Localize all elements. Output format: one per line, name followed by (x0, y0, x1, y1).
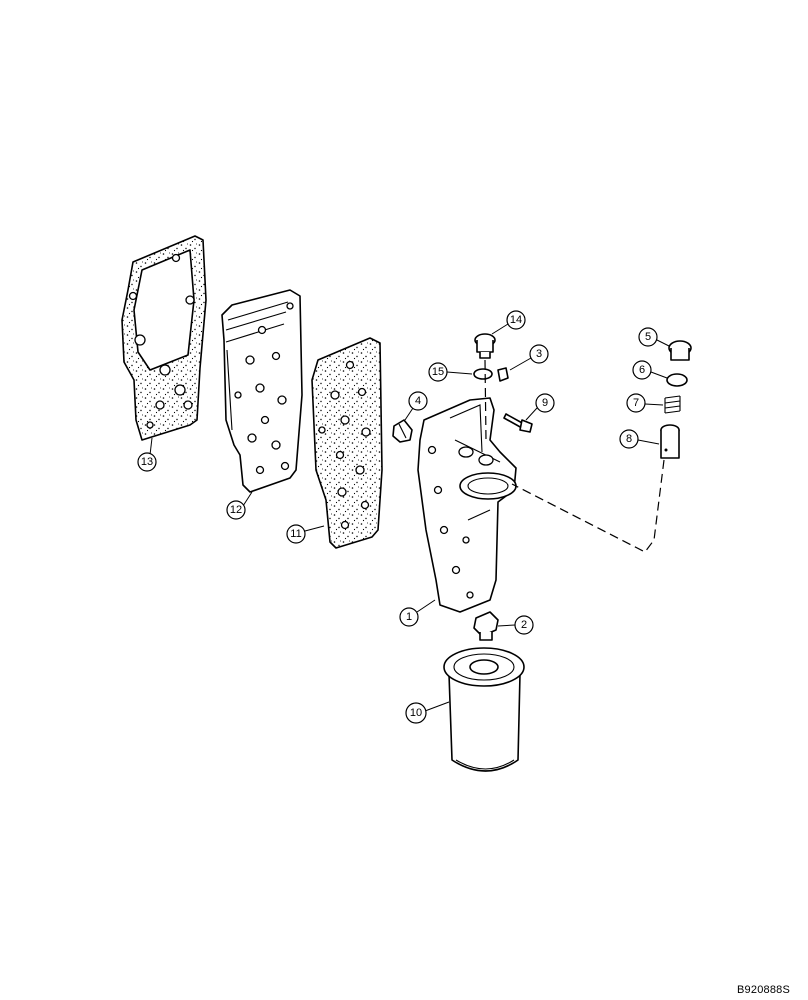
callout-15 (428, 362, 448, 382)
callout-9 (535, 393, 555, 413)
fitting-4 (392, 419, 413, 443)
callout-5-label: 5 (645, 331, 651, 343)
callout-8 (619, 429, 639, 449)
callout-3 (529, 344, 549, 364)
callout-6 (632, 360, 652, 380)
callout-2-label: 2 (521, 619, 527, 631)
plug-5 (668, 340, 692, 361)
adapter-2 (473, 611, 499, 641)
callout-12-label: 12 (230, 504, 242, 516)
gasket-13 (121, 235, 207, 441)
bolt-9 (503, 413, 533, 433)
callout-10 (405, 702, 427, 724)
callout-13-label: 13 (141, 456, 153, 468)
callout-12 (226, 500, 246, 520)
callout-3-label: 3 (536, 348, 542, 360)
plug-14 (474, 333, 496, 359)
callout-6-label: 6 (639, 364, 645, 376)
washer-6 (666, 373, 688, 387)
callout-14 (506, 310, 526, 330)
callout-4 (408, 391, 428, 411)
callout-9-label: 9 (542, 397, 548, 409)
valve-8 (660, 424, 680, 459)
callout-5 (638, 327, 658, 347)
callout-1 (399, 607, 419, 627)
callout-11-label: 11 (290, 528, 301, 540)
callout-14-label: 14 (510, 314, 522, 326)
callout-1-label: 1 (406, 611, 412, 623)
gasket-11 (311, 337, 383, 549)
assembly-path (511, 459, 665, 553)
plug-3 (497, 367, 509, 382)
callout-13 (137, 452, 157, 472)
callout-7-label: 7 (633, 397, 639, 409)
oil-cooler-12 (221, 289, 303, 493)
o-ring-15 (473, 368, 493, 380)
callout-7 (626, 393, 646, 413)
drawing-code: B920888S (737, 984, 790, 996)
callouts: 13 12 11 1 2 10 4 9 15 3 (137, 310, 670, 724)
callout-8-label: 8 (626, 433, 632, 445)
callout-4-label: 4 (415, 395, 421, 407)
callout-2 (514, 615, 534, 635)
callout-10-label: 10 (410, 707, 422, 719)
callout-15-label: 15 (432, 366, 444, 378)
oil-filter-10 (443, 647, 525, 772)
filter-head-housing-1 (417, 397, 517, 613)
spring-7 (664, 395, 681, 414)
callout-11 (286, 524, 306, 544)
